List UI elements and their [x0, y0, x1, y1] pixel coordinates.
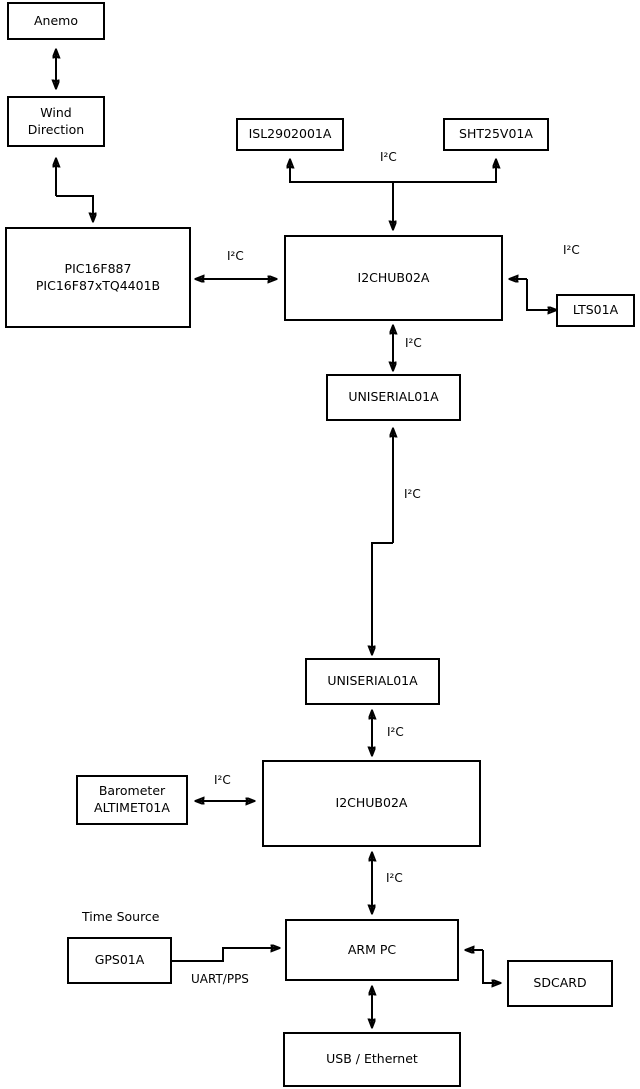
node-pic16f887[interactable]: PIC16F887 PIC16F87xTQ4401B: [5, 227, 191, 328]
wire-bus-to-isl: [290, 160, 393, 183]
node-isl2902001a-label: ISL2902001A: [248, 126, 332, 142]
node-uniserial01a-upper[interactable]: UNISERIAL01A: [326, 374, 461, 421]
node-anemo[interactable]: Anemo: [7, 2, 105, 40]
node-usb-ethernet[interactable]: USB / Ethernet: [283, 1032, 461, 1087]
node-gps01a[interactable]: GPS01A: [67, 937, 172, 984]
wire-hub-to-lts: [526, 279, 556, 310]
node-sht25v01a[interactable]: SHT25V01A: [443, 118, 549, 151]
node-i2chub02a-top-label: I2CHUB02A: [357, 269, 430, 285]
wire-wind-to-pic: [56, 195, 93, 221]
node-wind-direction[interactable]: Wind Direction: [7, 96, 105, 147]
node-sdcard-label: SDCARD: [533, 975, 587, 991]
node-arm-pc[interactable]: ARM PC: [285, 919, 459, 981]
wire-bus-to-sht: [393, 160, 496, 183]
edge-label-uniserial-hub-i2c: I²C: [387, 725, 404, 739]
edge-label-hub-uniserial-i2c: I²C: [405, 336, 422, 350]
node-barometer-altimet01a[interactable]: Barometer ALTIMET01A: [76, 775, 188, 825]
label-time-source: Time Source: [82, 909, 160, 924]
node-anemo-label: Anemo: [34, 12, 78, 28]
edge-label-barometer-i2c: I²C: [214, 773, 231, 787]
node-usb-ethernet-label: USB / Ethernet: [326, 1051, 418, 1067]
node-barometer-altimet01a-label: Barometer ALTIMET01A: [94, 783, 170, 815]
wire-gps-to-armpc: [172, 948, 279, 962]
node-sht25v01a-label: SHT25V01A: [459, 126, 533, 142]
node-arm-pc-label: ARM PC: [347, 941, 397, 957]
node-isl2902001a[interactable]: ISL2902001A: [236, 118, 344, 151]
node-uniserial01a-upper-label: UNISERIAL01A: [348, 389, 439, 405]
edge-label-pic-i2c: I²C: [227, 249, 244, 263]
edge-label-uart-pps: UART/PPS: [191, 972, 249, 986]
node-i2chub02a-bottom[interactable]: I2CHUB02A: [262, 760, 481, 847]
wire-long-down-to-uniserial-lower: [372, 542, 393, 654]
node-wind-direction-label: Wind Direction: [27, 104, 85, 137]
node-sdcard[interactable]: SDCARD: [507, 960, 613, 1007]
edge-label-sensors-i2c: I²C: [380, 150, 397, 164]
edge-label-lts-i2c: I²C: [563, 243, 580, 257]
node-pic16f887-label: PIC16F887 PIC16F87xTQ4401B: [35, 260, 161, 293]
edge-label-long-link-i2c: I²C: [404, 487, 421, 501]
node-i2chub02a-bottom-label: I2CHUB02A: [335, 795, 408, 811]
wire-armpc-to-sdcard: [482, 950, 500, 983]
node-uniserial01a-lower-label: UNISERIAL01A: [327, 673, 418, 689]
node-lts01a-label: LTS01A: [572, 302, 619, 318]
edge-label-armpc-i2c: I²C: [386, 871, 403, 885]
node-i2chub02a-top[interactable]: I2CHUB02A: [284, 235, 503, 321]
node-uniserial01a-lower[interactable]: UNISERIAL01A: [305, 658, 440, 705]
node-lts01a[interactable]: LTS01A: [556, 294, 635, 327]
node-gps01a-label: GPS01A: [94, 952, 145, 968]
